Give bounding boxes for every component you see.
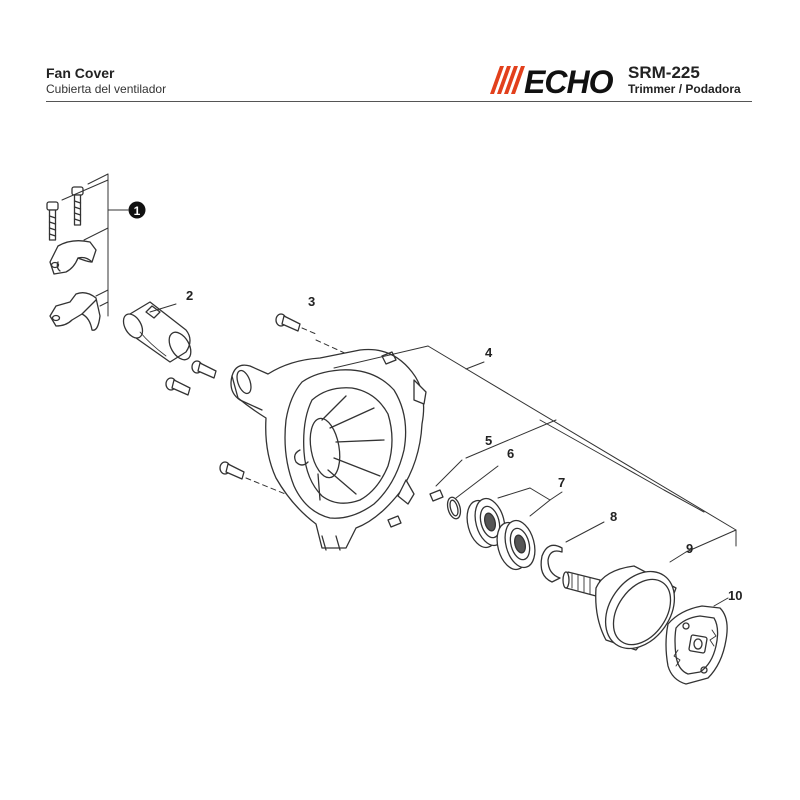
callout-6: 6 bbox=[507, 446, 514, 461]
header-rule bbox=[46, 101, 752, 102]
part-1-clamp-lower bbox=[49, 292, 101, 331]
part-4-pin-a bbox=[429, 489, 444, 502]
svg-text:1: 1 bbox=[134, 204, 141, 218]
callout-10: 10 bbox=[728, 588, 742, 603]
fan-cover-housing bbox=[230, 348, 427, 551]
part-1-bolt-top bbox=[71, 186, 84, 226]
product-type: Trimmer / Podadora bbox=[628, 82, 741, 96]
part-6-ring bbox=[446, 496, 462, 520]
callout-2: 2 bbox=[186, 288, 193, 303]
pin-leader-a bbox=[435, 459, 463, 487]
model-number: SRM-225 bbox=[628, 63, 700, 82]
part-10-clutch-assembly bbox=[665, 597, 729, 685]
part-8-snap-ring bbox=[540, 455, 665, 583]
callout-4: 4 bbox=[485, 345, 493, 360]
part-3-screw-mid1 bbox=[191, 360, 217, 379]
part-4-bracket bbox=[333, 345, 737, 547]
part-6-leader bbox=[455, 465, 499, 499]
callout-5: 5 bbox=[485, 433, 492, 448]
part-7-bracket bbox=[497, 419, 605, 517]
part-7-bearing-right bbox=[496, 519, 536, 571]
page-title: Fan Cover bbox=[46, 65, 115, 81]
callout-3: 3 bbox=[308, 294, 315, 309]
page-subtitle: Cubierta del ventilador bbox=[46, 82, 167, 96]
logo-stripes bbox=[490, 66, 525, 94]
logo-wordmark: ECHO bbox=[524, 64, 614, 96]
callout-7: 7 bbox=[558, 475, 565, 490]
part-7-bearing-left bbox=[466, 497, 506, 549]
part-5-leader bbox=[465, 419, 557, 459]
callout-9: 9 bbox=[686, 541, 693, 556]
part-4-pin-b bbox=[387, 515, 402, 528]
part-3-screw-mid2 bbox=[165, 377, 191, 396]
callout-8: 8 bbox=[610, 509, 617, 524]
part-2-sleeve bbox=[122, 301, 192, 363]
callout-1: 1 bbox=[128, 201, 146, 219]
echo-logo: ECHO bbox=[490, 64, 615, 96]
part-1-bolt-left bbox=[46, 201, 59, 241]
part-1-bracket bbox=[61, 173, 129, 317]
part-9-clutch-drum bbox=[562, 489, 737, 651]
part-3-screw-top bbox=[275, 313, 317, 335]
part-1-clamp-upper bbox=[49, 240, 97, 275]
